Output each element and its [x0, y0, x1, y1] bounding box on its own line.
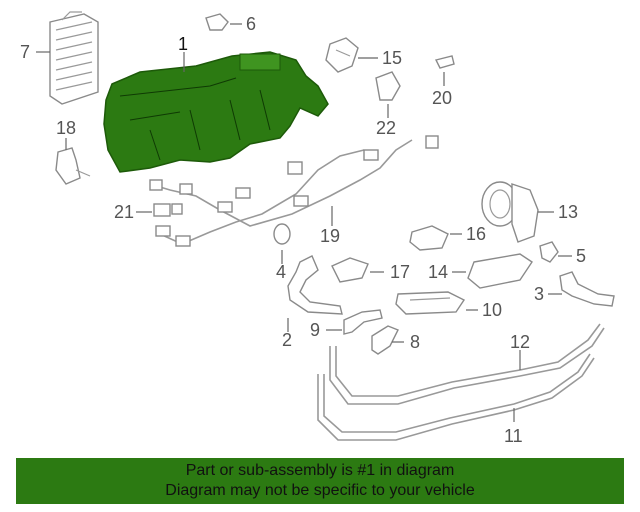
- callout-16[interactable]: 16: [466, 224, 486, 244]
- part-12-tube[interactable]: [329, 323, 605, 405]
- callout-2[interactable]: 2: [282, 330, 292, 350]
- callout-1[interactable]: 1: [178, 34, 188, 54]
- part-4-grommet[interactable]: [273, 223, 291, 245]
- part-14-housing[interactable]: [467, 253, 533, 289]
- part-2-hose[interactable]: [287, 255, 343, 315]
- part-15-actuator[interactable]: [325, 37, 359, 73]
- part-5-seal[interactable]: [539, 241, 559, 263]
- callout-10[interactable]: 10: [482, 300, 502, 320]
- part-20-sensor[interactable]: [434, 55, 455, 69]
- callout-8[interactable]: 8: [410, 332, 420, 352]
- callout-12[interactable]: 12: [510, 332, 530, 352]
- callout-13[interactable]: 13: [558, 202, 578, 222]
- part-21-connector[interactable]: [153, 203, 183, 217]
- part-13-blower-motor[interactable]: [481, 181, 539, 243]
- callout-5[interactable]: 5: [576, 246, 586, 266]
- callout-7[interactable]: 7: [20, 42, 30, 62]
- part-22-bracket[interactable]: [375, 71, 401, 101]
- callout-9[interactable]: 9: [310, 320, 320, 340]
- callout-21[interactable]: 21: [114, 202, 134, 222]
- notice-banner: Part or sub-assembly is #1 in diagram Di…: [16, 458, 624, 504]
- callout-18[interactable]: 18: [56, 118, 76, 138]
- callout-3[interactable]: 3: [534, 284, 544, 304]
- part-18-module[interactable]: [55, 147, 91, 185]
- part-3-hose[interactable]: [559, 271, 615, 307]
- part-6-clip[interactable]: [205, 13, 229, 31]
- callout-11[interactable]: 11: [504, 426, 523, 446]
- notice-line-disclaimer: Diagram may not be specific to your vehi…: [165, 482, 475, 499]
- part-10-gasket[interactable]: [395, 291, 466, 315]
- callout-22[interactable]: 22: [376, 118, 396, 138]
- notice-line-part-number: Part or sub-assembly is #1 in diagram: [185, 462, 455, 479]
- exploded-parts-diagram: 1 2 3 4 5 6 7 8 9 10 11 12 13 14 15 16 1…: [20, 11, 615, 446]
- part-7-heater-core[interactable]: [49, 11, 99, 105]
- part-19-wiring-harness[interactable]: [149, 135, 439, 247]
- callout-4[interactable]: 4: [276, 262, 286, 282]
- part-1-hvac-module[interactable]: [103, 51, 329, 173]
- callout-19[interactable]: 19: [320, 226, 340, 246]
- part-8-hose[interactable]: [371, 325, 399, 355]
- callout-20[interactable]: 20: [432, 88, 452, 108]
- callout-14[interactable]: 14: [428, 262, 448, 282]
- part-9-hose[interactable]: [343, 309, 383, 335]
- part-11-tube[interactable]: [317, 353, 595, 441]
- callout-17[interactable]: 17: [390, 262, 410, 282]
- part-16-actuator[interactable]: [409, 225, 449, 251]
- part-17-bracket[interactable]: [331, 257, 369, 283]
- callout-6[interactable]: 6: [246, 14, 256, 34]
- callout-15[interactable]: 15: [382, 48, 402, 68]
